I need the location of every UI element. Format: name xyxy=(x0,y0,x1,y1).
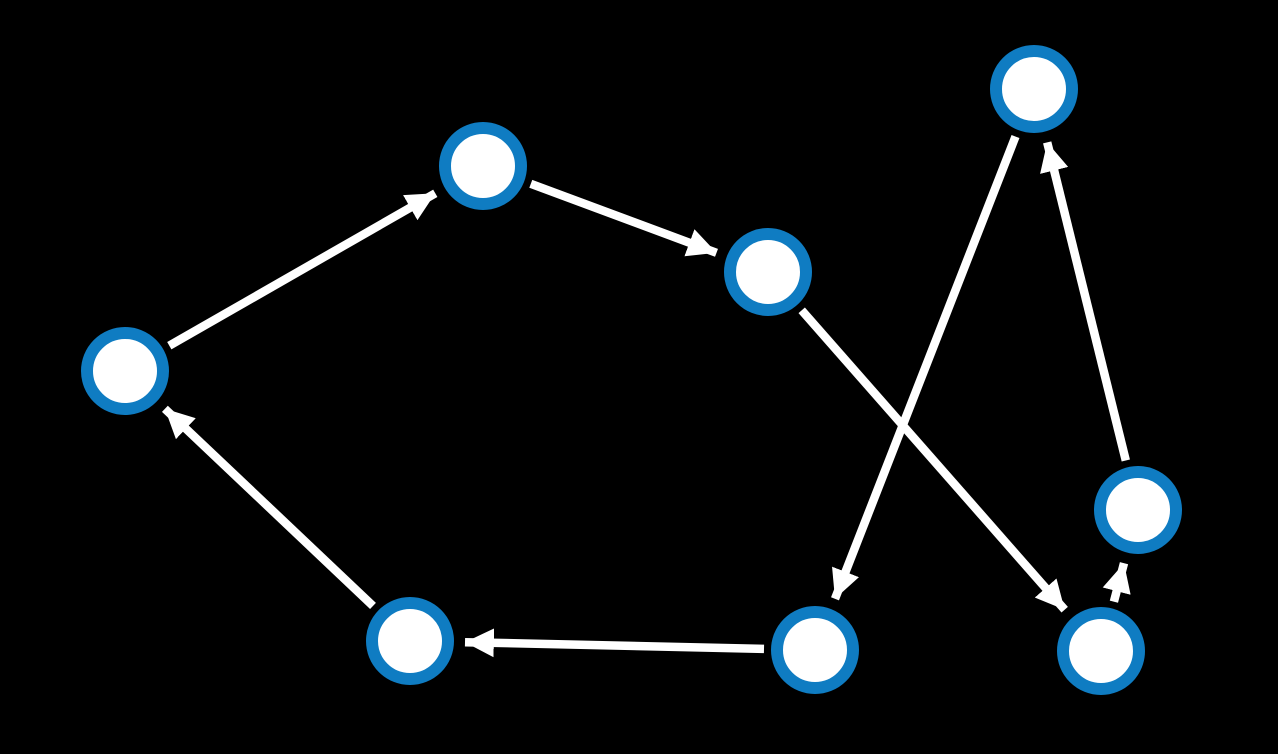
node-top-right xyxy=(990,45,1078,133)
edge-node-bottom-middle-to-node-bottom-left xyxy=(464,628,765,658)
node-top-left xyxy=(439,122,527,210)
node-middle xyxy=(724,228,812,316)
node-bottom-left xyxy=(366,597,454,685)
edge-node-bottom-left-to-node-left xyxy=(161,405,376,609)
edge-node-top-left-to-node-middle xyxy=(529,179,718,257)
node-right xyxy=(1094,466,1182,554)
edge-node-right-to-node-top-right xyxy=(1040,141,1130,462)
node-left xyxy=(81,327,169,415)
edge-node-left-to-node-top-left xyxy=(167,189,438,350)
node-bottom-right xyxy=(1057,607,1145,695)
node-bottom-middle xyxy=(771,606,859,694)
edge-node-top-right-to-node-bottom-middle xyxy=(831,134,1020,601)
edge-node-bottom-right-to-node-right xyxy=(1102,562,1131,603)
edge-node-middle-to-node-bottom-right xyxy=(798,307,1068,613)
